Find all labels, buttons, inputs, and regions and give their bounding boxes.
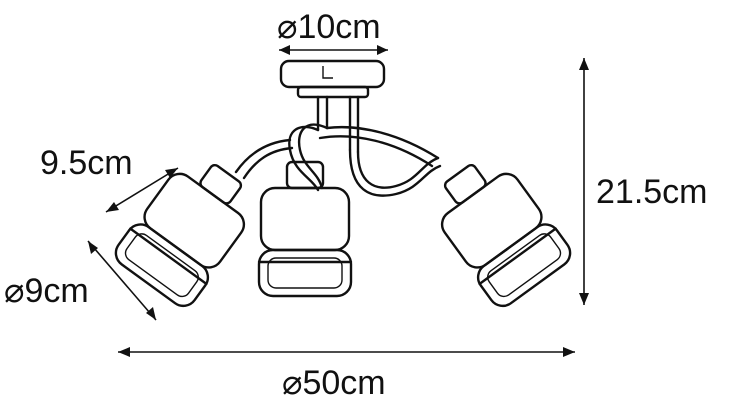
- shade-length-label: 9.5cm: [40, 144, 133, 182]
- shade-length-dimension: 9.5cm: [40, 144, 179, 213]
- ceiling-canopy: [279, 59, 386, 99]
- shade-left: [114, 163, 246, 308]
- mount-diameter-label: ⌀10cm: [277, 8, 381, 46]
- height-dimension: 21.5cm: [579, 58, 708, 305]
- shade-right: [440, 163, 572, 308]
- lamp-arms: [234, 95, 442, 197]
- shade-center: [257, 160, 353, 298]
- mount-diameter-dimension: ⌀10cm: [277, 8, 388, 55]
- overall-diameter-label: ⌀50cm: [282, 364, 386, 402]
- height-label: 21.5cm: [596, 173, 708, 211]
- overall-diameter-dimension: ⌀50cm: [118, 347, 575, 402]
- shade-diameter-dimension: ⌀9cm: [4, 240, 157, 321]
- shade-diameter-label: ⌀9cm: [4, 272, 89, 310]
